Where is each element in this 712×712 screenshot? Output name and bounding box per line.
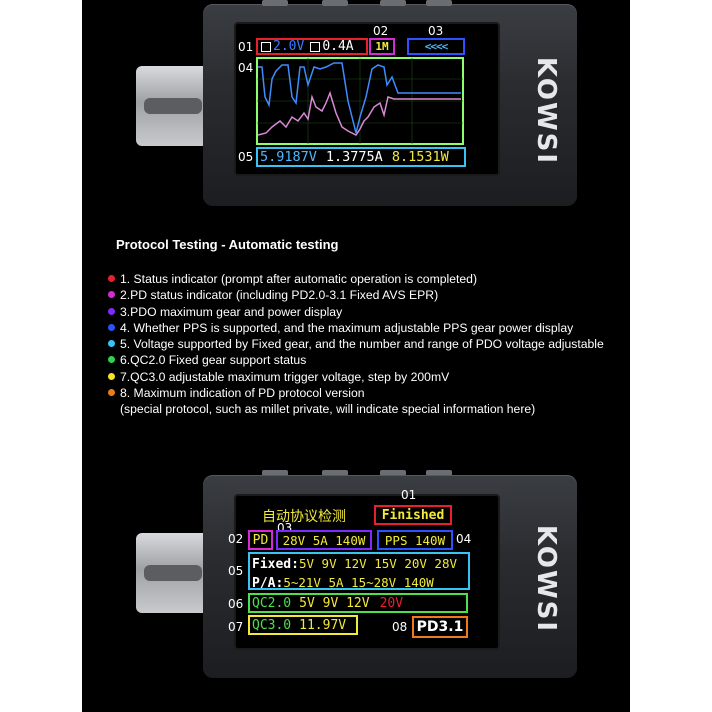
device-button[interactable]	[322, 0, 348, 6]
fixed-pa-box: Fixed:5V 9V 12V 15V 20V 28V P/A:5~21V 5A…	[248, 552, 470, 591]
brand-logo: KOWSI	[531, 524, 562, 634]
callout-02: 02	[228, 532, 244, 546]
pd-version-text: PD3.1	[416, 619, 464, 635]
device-button[interactable]	[262, 470, 288, 476]
voltage-reading: 5.9187V	[260, 149, 317, 165]
callout-04: 04	[238, 61, 254, 75]
qc3-box: QC3.0 11.97V	[248, 615, 358, 635]
list-item: (special protocol, such as millet privat…	[120, 402, 536, 417]
callout-04: 04	[456, 532, 472, 546]
current-reading: 1.3775A	[325, 149, 383, 165]
list-item: 7.QC3.0 adjustable maximum trigger volta…	[106, 369, 626, 385]
list-item: 8. Maximum indication of PD protocol ver…	[106, 385, 626, 401]
current-trace	[257, 90, 461, 136]
callout-02: 02	[373, 24, 389, 38]
bullet-dot-icon	[108, 307, 115, 315]
auto-detect-title: 自动协议检测	[262, 509, 346, 525]
square-icon	[261, 41, 271, 52]
waveform-graph	[256, 57, 464, 145]
bullet-dot-icon	[108, 356, 115, 364]
square-icon	[310, 41, 321, 52]
bullet-dot-icon	[108, 372, 115, 380]
list-item: 4. Whether PPS is supported, and the max…	[106, 320, 626, 336]
qc2-extra: 20V	[379, 595, 404, 611]
device-button[interactable]	[262, 0, 288, 6]
callout-07: 07	[228, 620, 244, 634]
bullet-dot-icon	[108, 291, 115, 299]
power-reading: 8.1531W	[391, 149, 449, 165]
qc3-value: 11.97V	[299, 617, 347, 633]
pa-label: P/A:	[252, 576, 284, 591]
list-item: 5. Voltage supported by Fixed gear, and …	[106, 336, 626, 352]
fixed-values: 5V 9V 12V 15V 20V 28V	[298, 556, 458, 571]
callout-05: 05	[228, 564, 244, 578]
callout-01: 01	[401, 488, 417, 502]
device-button[interactable]	[380, 470, 406, 476]
list-item: 6.QC2.0 Fixed gear support status	[106, 352, 626, 368]
finished-text: Finished	[381, 507, 445, 523]
bullet-dot-icon	[108, 340, 115, 348]
bullet-dot-icon	[108, 323, 115, 331]
pa-values: 5~21V 5A 15~28V 140W	[283, 575, 434, 590]
voltage-trace	[258, 62, 461, 134]
usb-c-plug-bottom	[136, 533, 216, 613]
bullet-dot-icon	[108, 389, 115, 397]
qc3-label: QC3.0	[252, 617, 292, 633]
pd-version-box: PD3.1	[412, 616, 468, 638]
device-button[interactable]	[426, 470, 452, 476]
status-current: 0.4A	[322, 39, 354, 54]
list-item: 1. Status indicator (prompt after automa…	[106, 271, 626, 287]
qc2-values: 5V 9V 12V	[299, 595, 370, 611]
pps-text: PPS 140W	[384, 532, 446, 548]
list-item: 2.PD status indicator (including PD2.0-3…	[106, 287, 626, 303]
pd-status-box: 1M	[369, 38, 395, 55]
callout-05: 05	[238, 150, 254, 164]
status-indicator: 2.0V 0.4A	[256, 38, 368, 55]
device-button[interactable]	[322, 470, 348, 476]
pd-status-text: 1M	[375, 40, 389, 53]
qc2-box: QC2.0 5V 9V 12V 20V	[248, 593, 468, 613]
qc2-label: QC2.0	[252, 595, 292, 611]
section-heading: Protocol Testing - Automatic testing	[116, 237, 339, 252]
list-item: 3.PDO maximum gear and power display	[106, 304, 626, 320]
pdo-max-box: 28V 5A 140W	[276, 530, 372, 550]
usb-c-plug-top	[136, 66, 216, 146]
callout-01: 01	[238, 40, 254, 54]
pdo-max-text: 28V 5A 140W	[282, 532, 366, 548]
double-chevron-left-icon: <<<<	[424, 40, 448, 53]
status-voltage: 2.0V	[273, 39, 305, 54]
callout-08: 08	[392, 620, 408, 634]
feature-list: 1. Status indicator (prompt after automa…	[106, 271, 626, 418]
brand-logo: KOWSI	[531, 56, 562, 166]
fixed-label: Fixed:	[252, 557, 299, 572]
finished-status-box: Finished	[374, 505, 452, 525]
measurement-readout: 5.9187V 1.3775A 8.1531W	[256, 147, 466, 167]
callout-06: 06	[228, 597, 244, 611]
device-button[interactable]	[380, 0, 406, 6]
pd-indicator-box: PD	[248, 530, 273, 550]
device-screen-bottom	[234, 494, 500, 650]
pps-box: PPS 140W	[377, 530, 453, 550]
device-button[interactable]	[426, 0, 452, 6]
bullet-dot-icon	[108, 275, 115, 282]
pd-label: PD	[252, 532, 269, 548]
pps-arrow-box: <<<<	[407, 38, 465, 55]
callout-03: 03	[428, 24, 444, 38]
